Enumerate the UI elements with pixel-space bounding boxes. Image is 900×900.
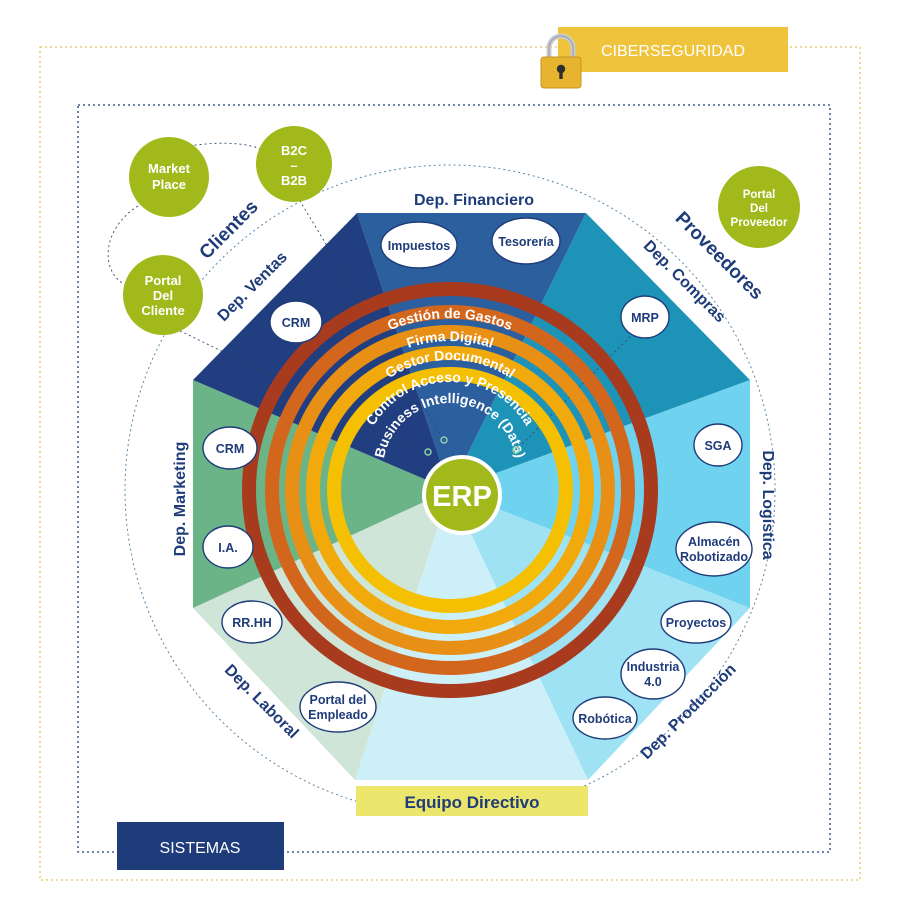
node-market-place-label-1: Market	[148, 161, 191, 176]
module-industria-label-2: 4.0	[644, 675, 661, 689]
node-market-place[interactable]	[129, 137, 209, 217]
sector-logistica	[450, 380, 750, 608]
module-crm-ventas[interactable]	[269, 300, 323, 344]
module-ia-label: I.A.	[218, 541, 237, 555]
sector-ventas	[193, 213, 450, 490]
node-portal-proveedor-label-2: Del	[750, 203, 768, 215]
sector-laboral	[193, 490, 450, 780]
node-portal-proveedor[interactable]	[718, 166, 800, 248]
node-market-place-label-2: Place	[152, 177, 186, 192]
module-proyectos-label: Proyectos	[666, 616, 726, 630]
directivo-bar	[356, 786, 588, 816]
module-almacen-label-1: Almacén	[688, 535, 740, 549]
ring-gestion-gastos	[242, 282, 658, 698]
node-b2c-label-3: B2B	[281, 173, 307, 188]
module-rrhh-label: RR.HH	[232, 616, 272, 630]
node-portal-proveedor-label-1: Portal	[743, 189, 776, 201]
module-rrhh[interactable]	[221, 600, 283, 644]
module-robotica-label: Robótica	[578, 712, 633, 726]
title-logistica: Dep. Logística	[759, 450, 776, 559]
proveedores-box	[660, 195, 780, 315]
erp-label: ERP	[432, 481, 492, 513]
module-ia[interactable]	[202, 525, 254, 569]
ciberseguridad-frame	[39, 46, 861, 881]
node-b2c-b2b[interactable]	[256, 126, 332, 202]
module-sga-label: SGA	[704, 439, 731, 453]
node-portal-cliente[interactable]	[123, 255, 203, 335]
node-b2c-label-1: B2C	[281, 143, 308, 158]
padlock-icon	[540, 33, 582, 89]
center-dots	[424, 436, 520, 456]
ring-control-acceso	[306, 346, 594, 634]
module-crm-marketing-label: CRM	[216, 442, 244, 456]
title-marketing: Dep. Marketing	[172, 442, 189, 557]
node-portal-cliente-label-1: Portal	[145, 273, 182, 288]
clientes-box	[184, 185, 272, 273]
title-financiero: Dep. Financiero	[414, 192, 534, 209]
module-almacen-label-2: Robotizado	[680, 550, 748, 564]
title-directivo: Equipo Directivo	[404, 793, 539, 812]
sistemas-frame	[77, 104, 831, 853]
erp-center	[426, 459, 498, 531]
module-almacen[interactable]	[675, 521, 753, 577]
module-mrp[interactable]	[620, 295, 670, 339]
ring-business-intelligence	[327, 367, 573, 613]
clientes-title: Clientes	[196, 197, 263, 264]
module-tesoreria[interactable]	[491, 217, 561, 265]
module-impuestos-label: Impuestos	[388, 239, 451, 253]
ciberseguridad-label: CIBERSEGURIDAD	[601, 43, 745, 60]
module-crm-ventas-label: CRM	[282, 316, 310, 330]
sistemas-label: SISTEMAS	[160, 840, 241, 857]
sistemas-badge	[117, 822, 284, 870]
module-industria[interactable]	[620, 648, 686, 700]
node-b2c-label-2: –	[290, 158, 297, 173]
module-portal-empleado[interactable]	[299, 681, 377, 733]
module-portal-empleado-label-2: Empleado	[308, 708, 368, 722]
module-proyectos[interactable]	[660, 600, 732, 644]
module-tesoreria-label: Tesorería	[498, 235, 554, 249]
module-robotica[interactable]	[572, 696, 638, 740]
ring-gestor-documental	[285, 325, 615, 655]
module-impuestos[interactable]	[380, 221, 458, 269]
module-mrp-label: MRP	[631, 311, 659, 325]
sector-directivo	[355, 490, 588, 780]
node-portal-proveedor-label-3: Proveedor	[731, 217, 788, 229]
ring-label-firma-digital: Firma Digital	[405, 328, 496, 351]
module-portal-empleado-label-1: Portal del	[310, 693, 367, 707]
module-crm-marketing[interactable]	[202, 426, 258, 470]
sector-produccion	[450, 490, 750, 780]
ring-firma-digital	[265, 305, 635, 675]
module-industria-label-1: Industria	[627, 660, 681, 674]
node-portal-cliente-label-2: Del	[153, 288, 173, 303]
node-portal-cliente-label-3: Cliente	[141, 303, 184, 318]
ciberseguridad-badge	[558, 27, 788, 72]
module-sga[interactable]	[693, 423, 743, 467]
